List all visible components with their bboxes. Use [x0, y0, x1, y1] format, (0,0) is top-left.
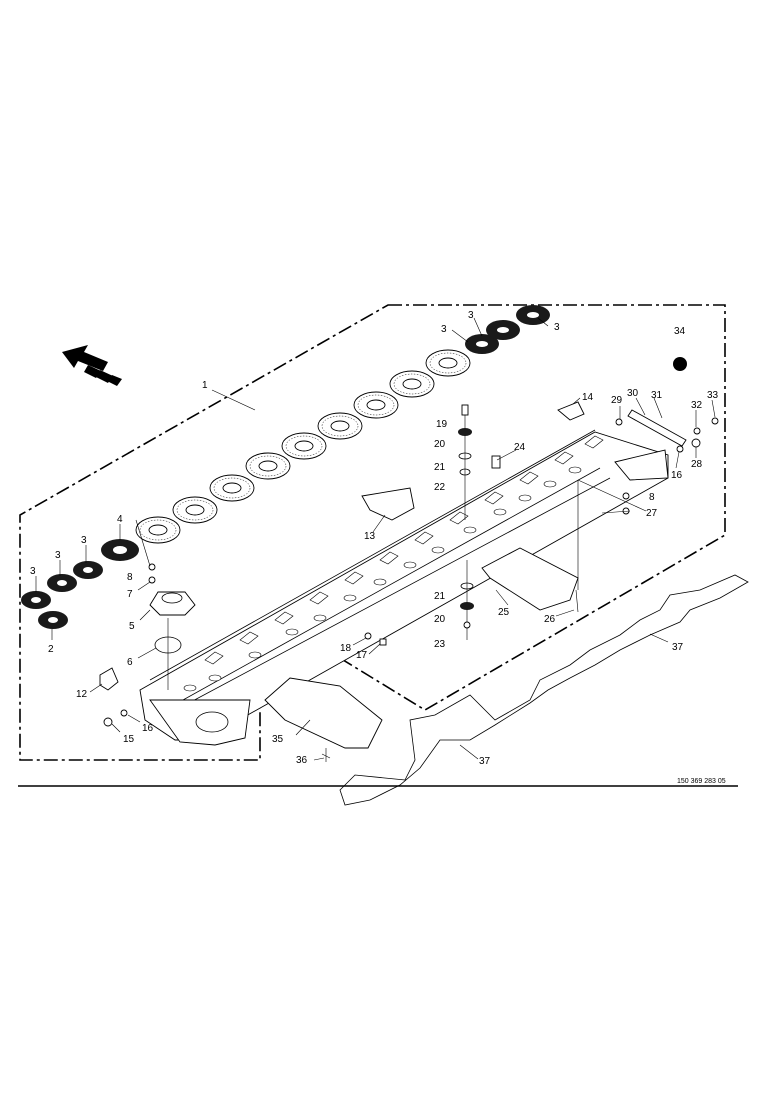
callout-25: 25: [498, 607, 510, 618]
callout-36: 36: [296, 755, 308, 766]
callout-3: 3: [441, 324, 447, 335]
guard-fingers: [204, 435, 604, 665]
callout-26: 26: [544, 614, 556, 625]
wear-strip: [339, 574, 749, 806]
callout-17: 17: [356, 650, 368, 661]
disc: [172, 496, 218, 524]
leader-lines: [35, 317, 716, 761]
callout-14: 14: [582, 392, 594, 403]
disc: [425, 349, 471, 377]
assembly-boundary: [19, 304, 726, 761]
callout-8: 8: [649, 492, 655, 503]
callout-12: 12: [76, 689, 88, 700]
callout-29: 29: [611, 395, 623, 406]
guard-plates: [264, 480, 579, 762]
cutting-disc-inner-rings: [139, 352, 467, 541]
callout-20: 20: [434, 439, 446, 450]
fastener-stack: [364, 404, 630, 646]
drawing-number: 150 369 283 05: [677, 778, 726, 785]
callout-13: 13: [364, 531, 376, 542]
callout-16: 16: [142, 723, 154, 734]
callout-18: 18: [340, 643, 352, 654]
callout-31: 31: [651, 390, 663, 401]
callout-37: 37: [672, 642, 684, 653]
disc: [353, 391, 399, 419]
callout-8: 8: [127, 572, 133, 583]
callout-21: 21: [434, 591, 446, 602]
callout-7: 7: [127, 589, 133, 600]
callout-5: 5: [129, 621, 135, 632]
disc: [281, 432, 327, 460]
callout-32: 32: [691, 400, 703, 411]
callout-1: 1: [202, 380, 208, 391]
disc: [135, 516, 181, 544]
callout-23: 23: [434, 639, 446, 650]
arrow-left-up-icon: [62, 345, 122, 386]
callout-2: 2: [48, 644, 54, 655]
callout-19: 19: [436, 419, 448, 430]
callout-20: 20: [434, 614, 446, 625]
callout-6: 6: [127, 657, 133, 668]
disc-hub: [148, 563, 196, 690]
disc: [209, 474, 255, 502]
callout-28: 28: [691, 459, 703, 470]
callout-3: 3: [554, 322, 560, 333]
callout-4: 4: [117, 514, 123, 525]
cutting-disc-row: [135, 349, 471, 544]
callout-24: 24: [514, 442, 526, 453]
dark-disc-group: [21, 305, 550, 629]
callout-3: 3: [81, 535, 87, 546]
callout-21: 21: [434, 462, 446, 473]
cutter-bar-frame: [139, 429, 669, 746]
callout-3: 3: [55, 550, 61, 561]
callout-3: 3: [468, 310, 474, 321]
callout-30: 30: [627, 388, 639, 399]
callout-35: 35: [272, 734, 284, 745]
disc: [245, 452, 291, 480]
callout-3: 3: [30, 566, 36, 577]
callout-37: 37: [479, 756, 491, 767]
callout-15: 15: [123, 734, 135, 745]
disc: [317, 412, 363, 440]
frame-holes: [183, 466, 582, 692]
callout-27: 27: [646, 508, 658, 519]
disc: [389, 370, 435, 398]
callout-34: 34: [674, 326, 686, 337]
callout-33: 33: [707, 390, 719, 401]
callout-22: 22: [434, 482, 446, 493]
callout-labels: 1 2 3 3 3 3 3 3 4 5 6 7 8 8 12 13 14 15 …: [30, 310, 719, 767]
callout-16: 16: [671, 470, 683, 481]
small-parts: [99, 357, 719, 727]
